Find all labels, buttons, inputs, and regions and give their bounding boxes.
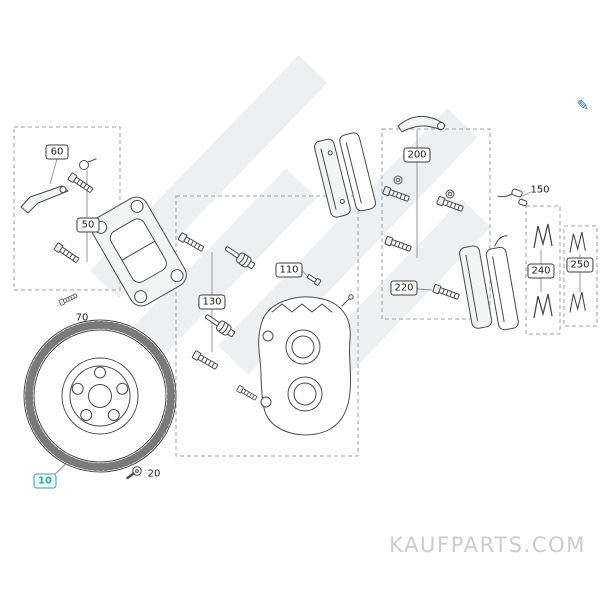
callout-70[interactable]: 70 xyxy=(75,312,89,324)
edit-icon[interactable]: ✎ xyxy=(577,98,589,114)
kit-pin-small xyxy=(235,384,259,402)
callout-20[interactable]: 20 xyxy=(147,468,161,480)
guide-bolt-lower xyxy=(53,242,81,265)
wear-sensor xyxy=(497,188,528,207)
washer-2 xyxy=(445,189,455,199)
kit-bolt-lower xyxy=(191,350,220,371)
pad-clip-250-lower xyxy=(569,291,586,313)
caliper-bolt-3 xyxy=(384,235,413,254)
callout-50[interactable]: 50 xyxy=(76,217,100,233)
brand-watermark: KAUFPARTS.COM xyxy=(389,533,586,557)
disc-set-screw xyxy=(126,466,142,480)
pad-clip-250-upper xyxy=(569,231,586,253)
parking-brake-lever xyxy=(20,185,69,214)
group-box-pad-bolts xyxy=(381,128,491,320)
brake-pads-outer xyxy=(459,235,519,331)
callout-200[interactable]: 200 xyxy=(403,147,431,163)
brake-pads-inner xyxy=(314,132,376,218)
pad-retaining-spring xyxy=(397,115,446,133)
callout-220[interactable]: 220 xyxy=(390,280,418,296)
group-box-clips-240 xyxy=(525,205,561,335)
caliper-bolt-4 xyxy=(432,283,461,302)
bleeder-valve xyxy=(306,273,322,286)
callout-10-selected[interactable]: 10 xyxy=(33,473,57,489)
pad-clip-240-lower xyxy=(533,293,553,319)
guide-pin-lower xyxy=(202,310,237,340)
washer-1 xyxy=(393,175,403,185)
callout-250[interactable]: 250 xyxy=(566,257,594,273)
pad-clip-240-upper xyxy=(533,223,553,249)
group-box-clips-250 xyxy=(563,225,598,327)
caliper-bracket xyxy=(90,196,187,307)
callout-130[interactable]: 130 xyxy=(198,294,226,310)
callout-240[interactable]: 240 xyxy=(527,263,555,279)
callout-150[interactable]: 150 xyxy=(530,184,550,196)
callout-110[interactable]: 110 xyxy=(275,262,303,278)
brake-caliper xyxy=(258,294,354,436)
guide-bolt-upper xyxy=(67,172,95,195)
kit-bolt-upper xyxy=(177,232,206,253)
group-box-lever-bolts xyxy=(13,126,121,291)
bracket-screw xyxy=(58,292,79,306)
brake-disc xyxy=(23,319,177,473)
group-box-caliper-kit xyxy=(175,195,359,457)
retainer-clip-small xyxy=(79,158,97,170)
callout-60[interactable]: 60 xyxy=(45,144,69,160)
